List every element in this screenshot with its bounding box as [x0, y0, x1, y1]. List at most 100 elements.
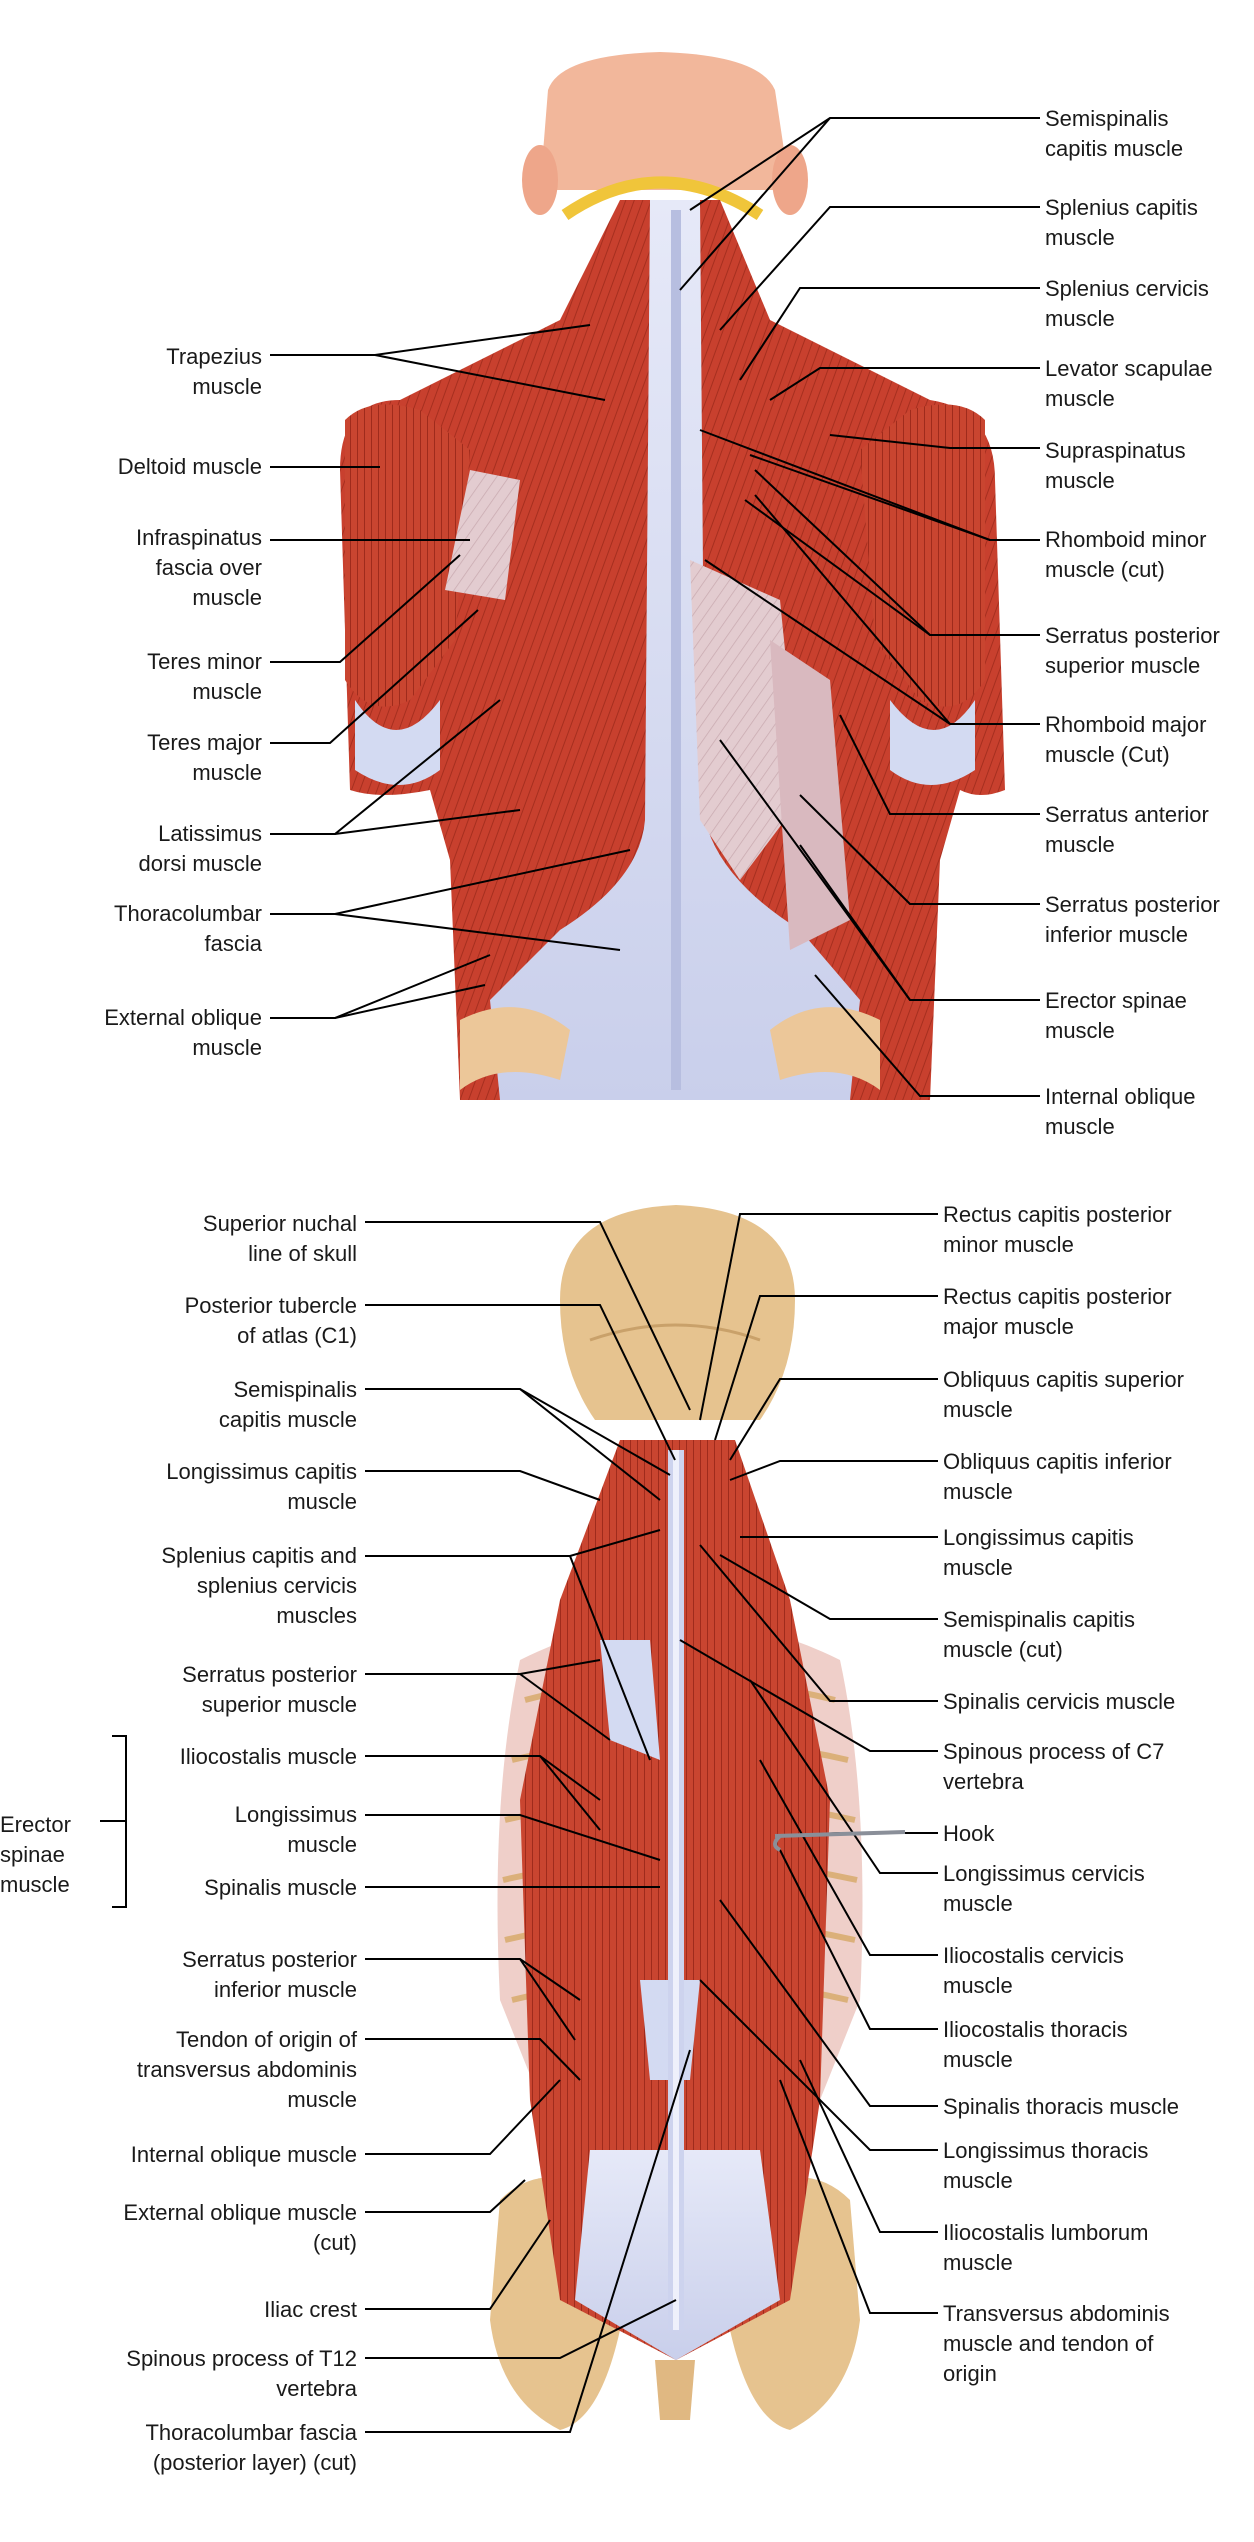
- leader-line: [729, 1460, 938, 1481]
- label-rhomboid-major: Rhomboid major muscle (Cut): [1045, 712, 1207, 767]
- label-supraspinatus: Supraspinatus muscle: [1045, 438, 1186, 493]
- label-posterior-tubercle-atlas: Posterior tubercle of atlas (C1): [184, 1293, 357, 1348]
- label-tendon-transversus-abdominis: Tendon of origin of transversus abdomini…: [136, 2027, 357, 2112]
- leader-line: [754, 494, 951, 725]
- leader-line: [719, 1899, 938, 2107]
- leader-line: [679, 117, 831, 291]
- bottom-skull: [560, 1205, 795, 1420]
- label-superior-nuchal-line: Superior nuchal line of skull: [202, 1211, 357, 1266]
- label-longissimus-capitis-left: Longissimus capitis muscle: [166, 1459, 357, 1514]
- leader-line: [699, 429, 1040, 541]
- label-spinalis-thoracis: Spinalis thoracis muscle: [943, 2094, 1179, 2119]
- label-iliocostalis-cervicis: Iliocostalis cervicis muscle: [943, 1943, 1124, 1998]
- leader-line: [365, 1755, 601, 1801]
- label-external-oblique-cut: External oblique muscle (cut): [123, 2200, 357, 2255]
- leader-line: [729, 1378, 938, 1461]
- leader-line: [365, 1958, 581, 2001]
- leader-line: [334, 913, 621, 951]
- label-erector-spinae-group: Erector spinae muscle: [0, 1812, 71, 1897]
- label-spinalis: Spinalis muscle: [204, 1875, 357, 1900]
- label-longissimus: Longissimus muscle: [234, 1802, 357, 1857]
- label-longissimus-cervicis: Longissimus cervicis muscle: [943, 1861, 1145, 1916]
- leader-line: [365, 1304, 676, 1461]
- label-obliquus-capitis-superior: Obliquus capitis superior muscle: [943, 1367, 1184, 1422]
- label-semispinalis-capitis-bottom: Semispinalis capitis muscle: [218, 1377, 357, 1432]
- leader-line: [365, 1221, 691, 1411]
- leader-line: [719, 1554, 938, 1620]
- label-semispinalis-capitis-top: Semispinalis capitis muscle: [1045, 106, 1184, 161]
- label-longissimus-thoracis: Longissimus thoracis muscle: [943, 2138, 1149, 2193]
- label-deltoid: Deltoid muscle: [117, 454, 262, 479]
- label-longissimus-capitis-right: Longissimus capitis muscle: [943, 1525, 1134, 1580]
- label-thoracolumbar-fascia-bottom: Thoracolumbar fascia (posterior layer) (…: [145, 2420, 357, 2475]
- leader-line: [719, 739, 1040, 1001]
- leader-line: [839, 714, 1040, 815]
- label-iliocostalis: Iliocostalis muscle: [179, 1744, 357, 1769]
- label-splenius-cervicis: Splenius cervicis muscle: [1045, 276, 1209, 331]
- label-serratus-posterior-superior-bottom: Serratus posterior superior muscle: [182, 1662, 357, 1717]
- leader-line: [829, 434, 1040, 449]
- leader-line: [365, 2219, 551, 2310]
- top-neck: [522, 52, 808, 221]
- leader-line: [270, 849, 631, 915]
- leader-line: [799, 844, 911, 1001]
- leader-line: [270, 609, 479, 744]
- leader-line: [689, 117, 1040, 211]
- leader-line: [779, 2079, 938, 2314]
- label-internal-oblique-bottom: Internal oblique muscle: [130, 2142, 357, 2167]
- label-semispinalis-capitis-cut: Semispinalis capitis muscle (cut): [943, 1607, 1135, 1662]
- label-spinous-process-c7: Spinous process of C7 vertebra: [943, 1739, 1165, 1794]
- leader-line: [365, 1388, 671, 1476]
- label-hook: Hook: [943, 1821, 995, 1846]
- label-infraspinatus-fascia: Infraspinatus fascia over muscle: [136, 525, 262, 610]
- label-transversus-abdominis: Transversus abdominis muscle and tendon …: [943, 2301, 1170, 2386]
- leader-line: [365, 1814, 661, 1861]
- top-torso: [340, 200, 1005, 1100]
- label-thoracolumbar-fascia-top: Thoracolumbar fascia: [114, 901, 262, 956]
- leader-line: [374, 354, 606, 401]
- leader-line: [519, 1673, 611, 1741]
- label-levator-scapulae: Levator scapulae muscle: [1045, 356, 1213, 411]
- leader-line: [759, 1759, 938, 1956]
- leader-line: [270, 324, 591, 356]
- label-splenius-capitis-cervicis: Splenius capitis and splenius cervicis m…: [161, 1543, 357, 1628]
- leader-line: [365, 1529, 661, 1557]
- label-trapezius: Trapezius muscle: [166, 344, 262, 399]
- leader-line: [519, 1388, 661, 1501]
- leader-line: [769, 367, 1040, 401]
- label-teres-major: Teres major muscle: [147, 730, 262, 785]
- leader-line: [714, 1295, 938, 1441]
- label-latissimus-dorsi: Latissimus dorsi muscle: [138, 821, 262, 876]
- label-serratus-posterior-inferior-top: Serratus posterior inferior muscle: [1045, 892, 1220, 947]
- leader-line: [365, 2049, 691, 2433]
- leader-line: [679, 1639, 938, 1752]
- leader-line: [779, 1849, 938, 2030]
- label-iliac-crest: Iliac crest: [264, 2297, 357, 2322]
- leader-line: [539, 1755, 601, 1831]
- label-obliquus-capitis-inferior: Obliquus capitis inferior muscle: [943, 1449, 1172, 1504]
- leader-line: [749, 1679, 938, 1874]
- label-serratus-posterior-superior-top: Serratus posterior superior muscle: [1045, 623, 1220, 678]
- label-external-oblique-top: External oblique muscle: [104, 1005, 262, 1060]
- leader-line: [799, 2059, 938, 2233]
- leader-line: [699, 1213, 938, 1421]
- label-splenius-capitis: Splenius capitis muscle: [1045, 195, 1198, 250]
- label-teres-minor: Teres minor muscle: [147, 649, 262, 704]
- leader-line: [749, 454, 991, 541]
- leader-line: [270, 554, 461, 663]
- label-serratus-posterior-inferior-bottom: Serratus posterior inferior muscle: [182, 1947, 357, 2002]
- leader-line: [699, 1979, 938, 2151]
- leader-line: [814, 974, 1040, 1097]
- label-spinous-process-t12: Spinous process of T12 vertebra: [126, 2346, 357, 2401]
- leader-line: [719, 206, 1040, 331]
- leader-line: [365, 2299, 677, 2359]
- leader-line: [365, 1470, 601, 1501]
- label-iliocostalis-lumborum: Iliocostalis lumborum muscle: [943, 2220, 1149, 2275]
- label-serratus-anterior: Serratus anterior muscle: [1045, 802, 1209, 857]
- label-spinalis-cervicis: Spinalis cervicis muscle: [943, 1689, 1176, 1714]
- leader-line: [569, 1555, 651, 1761]
- bottom-deep-muscles: [520, 1440, 830, 2360]
- label-internal-oblique-top: Internal oblique muscle: [1045, 1084, 1196, 1139]
